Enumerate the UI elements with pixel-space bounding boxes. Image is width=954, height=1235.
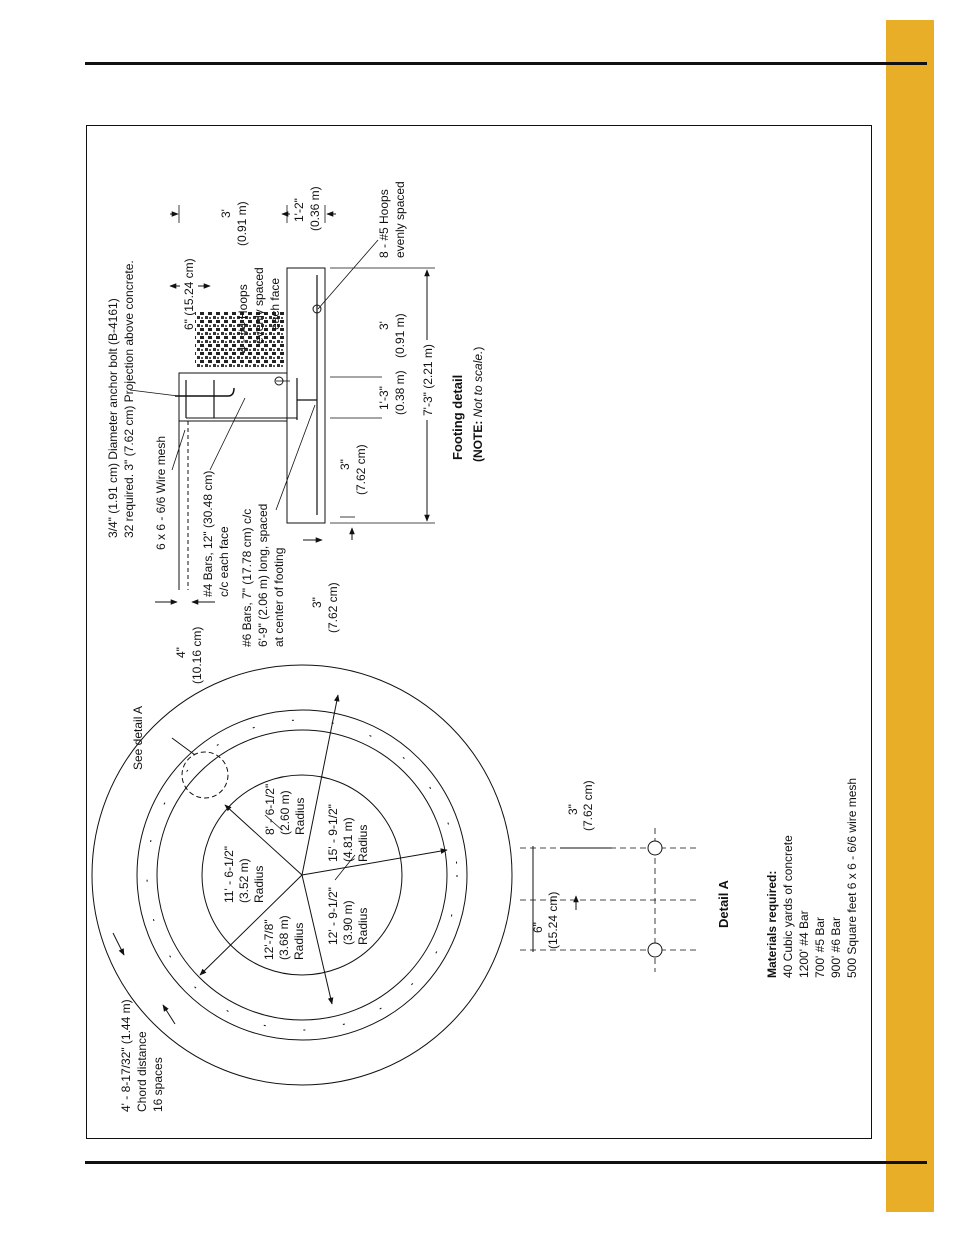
radius-label-r1: 11' - 6-1/2" (3.52 m) Radius	[222, 843, 266, 903]
footing-note: (NOTE: Not to scale.)	[471, 347, 485, 462]
ring-outer-circle	[136, 709, 468, 1041]
dim-1-3-label: 1'-3" (0.38 m)	[377, 370, 407, 415]
gravel-fill	[195, 312, 285, 368]
wire-mesh-label: 6 x 6 - 6/6 Wire mesh	[154, 436, 168, 550]
footing-title: Footing detail	[450, 375, 465, 460]
detail-a-dim-6: 6" (15.24 cm)	[531, 892, 560, 949]
detail-a: 6" (15.24 cm) 3" (7.62 cm) Detail A	[520, 780, 731, 972]
anchor-bolt-note: 3/4" (1.91 cm) Diameter anchor bolt (B-4…	[106, 260, 136, 538]
anchor-bolt-marks	[146, 719, 458, 1031]
radius-line-r4	[301, 874, 334, 1005]
dim-7-3-label: 7'-3" (2.21 m)	[421, 344, 435, 416]
dim-3ft-bottom-label: 3' (0.91 m)	[377, 313, 407, 358]
bin-plan: See detail A 4' - 8-17/32" (1.44 m) Chor…	[91, 664, 513, 1112]
dim-3in-bottom-label: 3" (7.62 cm)	[310, 582, 340, 633]
ring-inner-circle	[156, 729, 448, 1021]
materials-list: Materials required: 40 Cubic yards of co…	[765, 778, 859, 978]
section-tab	[886, 20, 934, 1212]
radius-label-r5: 12'-7/8" (3.68 m) Radius	[262, 912, 306, 960]
bolt-circle-2	[647, 942, 663, 958]
bolt-circle-1	[647, 840, 663, 856]
detail-a-title: Detail A	[716, 879, 731, 928]
dim-3in-side-label: 3" (7.62 cm)	[338, 444, 368, 495]
drawing-frame	[86, 125, 872, 1139]
detail-a-callout	[181, 751, 229, 799]
radius-line-r1	[224, 804, 303, 876]
dim-3ft-top-label: 3' (0.91 m)	[219, 201, 249, 246]
hoops5-label: 8 - #5 Hoops evenly spaced	[377, 181, 407, 258]
radius-label-r4: 12' - 9-1/2" (3.90 m) Radius	[326, 884, 370, 945]
outer-circle	[91, 664, 513, 1086]
detail-a-dim-3: 3" (7.62 cm)	[566, 780, 595, 831]
bottom-rule	[85, 1161, 927, 1164]
bars4-label: #4 Bars, 12" (30.48 cm) c/c each face	[201, 467, 231, 597]
hoops4-label: 4 - #4 Hoops evenly spaced each face	[236, 264, 282, 353]
footing-base	[286, 267, 326, 524]
top-rule	[85, 62, 927, 65]
dim-4in-label: 4" (10.16 cm)	[174, 627, 204, 684]
radius-line-r5	[199, 874, 303, 976]
dim-6in-label: 6" (15.24 cm)	[182, 258, 196, 330]
bars6-label: #6 Bars, 7" (17.78 cm) c/c 6'-9" (2.06 m…	[240, 500, 286, 647]
radius-line-r3	[301, 694, 340, 876]
footing-detail: 3/4" (1.91 cm) Diameter anchor bolt (B-4…	[106, 181, 485, 684]
dim-1-2-label: 1'-2" (0.36 m)	[292, 186, 322, 231]
radius-label-r2: 8' - 6-1/2" (2.60 m) Radius	[263, 780, 307, 835]
radius-line-r2	[301, 848, 448, 876]
footing-stem	[178, 372, 288, 422]
inner-circle	[201, 774, 403, 976]
radius-label-r3: 15' - 9-1/2" (4.81 m) Radius	[326, 801, 370, 862]
see-detail-label: See detail A	[131, 706, 145, 770]
chord-label: 4' - 8-17/32" (1.44 m) Chord distance 16…	[119, 996, 165, 1112]
